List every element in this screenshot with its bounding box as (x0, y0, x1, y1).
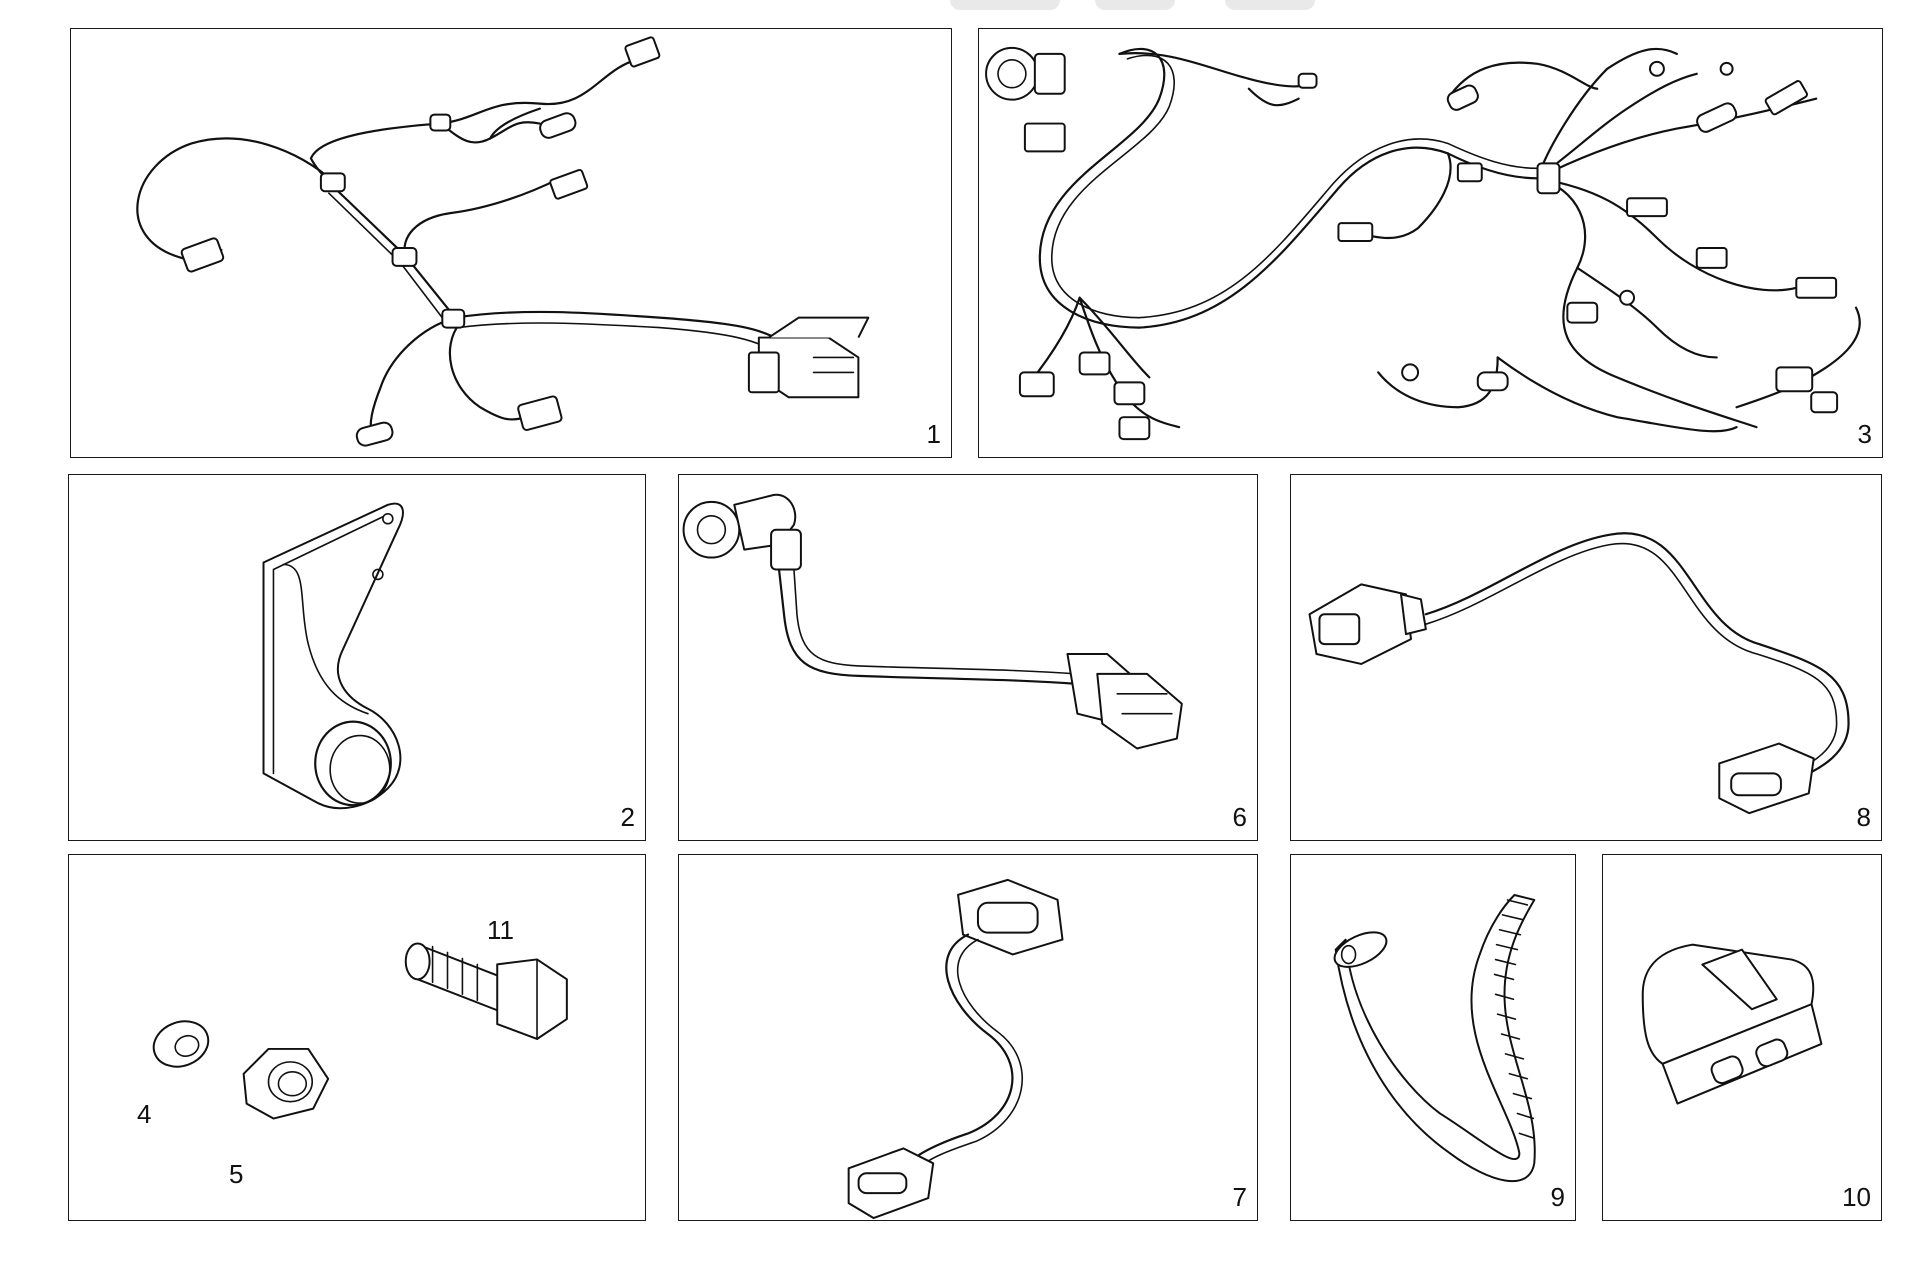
panel-number-7: 7 (1232, 1182, 1247, 1212)
panel-number-3: 3 (1857, 419, 1872, 449)
cable-tie-9 (1333, 894, 1536, 1182)
harness-3-drawing (985, 46, 1861, 441)
wire-harness-1 (136, 57, 790, 429)
panel-number-9: 9 (1550, 1182, 1565, 1212)
panel-part-1: 1 (70, 28, 952, 458)
harness-6 (682, 493, 1183, 750)
connector-housing-10-drawing (1641, 943, 1823, 1105)
panel-number-1: 1 (926, 419, 941, 449)
bolt-11 (404, 942, 568, 1040)
top-edge-artifact (1095, 0, 1175, 10)
panel-part-10: 10 (1602, 854, 1882, 1221)
jumper-lead-7 (847, 878, 1064, 1220)
jumper-lead-7-drawing (847, 878, 1064, 1220)
panel-number-2: 2 (620, 802, 635, 832)
bracket-drawing (262, 502, 404, 810)
harness-6-drawing (682, 493, 1183, 750)
sensor-lead-8-drawing (1308, 532, 1850, 815)
panel-part-8: 8 (1290, 474, 1882, 841)
callout-bolt: 11 (487, 915, 514, 945)
washer-4 (152, 1020, 210, 1068)
panel-part-2: 2 (68, 474, 646, 841)
panel-part-7: 7 (678, 854, 1258, 1221)
wire-harness-3 (1028, 47, 1861, 433)
nut-5 (242, 1047, 330, 1120)
panel-number-10: 10 (1842, 1182, 1871, 1212)
callout-nut: 5 (229, 1159, 244, 1189)
cable-tie-9-drawing (1333, 894, 1536, 1182)
fasteners-drawing (152, 942, 568, 1120)
panel-number-8: 8 (1856, 802, 1871, 832)
top-edge-artifact (1225, 0, 1315, 10)
connector-group-3 (985, 46, 1839, 441)
top-edge-artifact (950, 0, 1060, 10)
panel-fasteners: 4 5 11 (68, 854, 646, 1221)
panel-part-9: 9 (1290, 854, 1576, 1221)
bracket-2 (262, 502, 404, 810)
panel-number-6: 6 (1232, 802, 1247, 832)
callout-washer: 4 (137, 1099, 152, 1129)
panel-part-3: 3 (978, 28, 1883, 458)
connector-housing-10 (1641, 943, 1823, 1105)
harness-1-drawing (136, 36, 870, 447)
panel-part-6: 6 (678, 474, 1258, 841)
sensor-lead-8 (1308, 532, 1850, 815)
connector-group-1 (180, 36, 870, 447)
